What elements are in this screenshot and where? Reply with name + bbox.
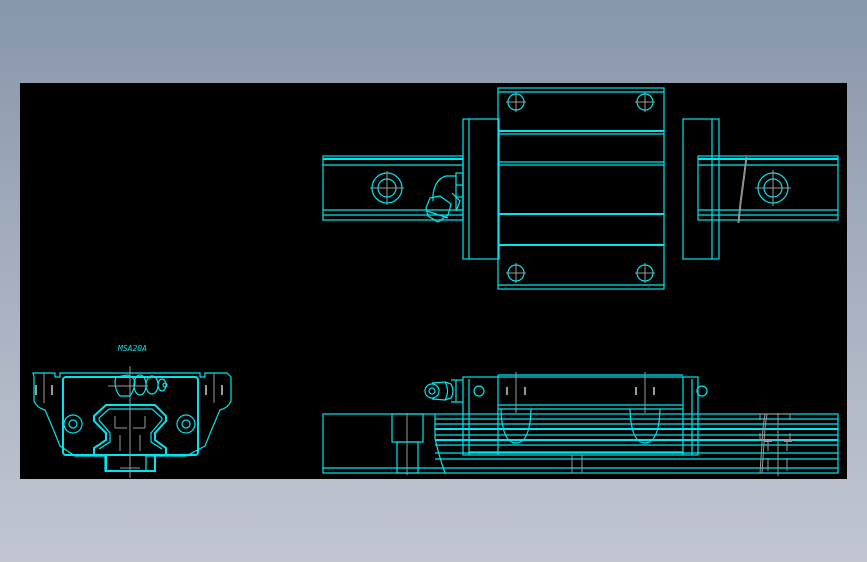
rail-profile	[93, 404, 167, 472]
side-carriage	[462, 372, 708, 473]
mounting-hole-icon	[635, 92, 655, 112]
side-end-stop-right	[759, 413, 792, 476]
break-line	[737, 156, 747, 224]
end-seal-left	[462, 118, 500, 260]
end-view: MSA20A	[32, 344, 232, 478]
mounting-hole-icon	[506, 263, 526, 283]
carriage-block	[497, 87, 665, 290]
block-outline	[32, 372, 232, 472]
end-grease-nipple-icon	[108, 374, 168, 397]
rail-right	[697, 155, 839, 224]
cutout-arc	[500, 408, 532, 444]
cutout-arc	[629, 408, 661, 444]
rail-left	[322, 155, 464, 221]
mounting-hole-icon	[176, 414, 196, 434]
mounting-hole-icon	[506, 92, 526, 112]
mounting-hole-icon	[635, 263, 655, 283]
top-view	[322, 87, 839, 290]
grease-nipple-icon	[425, 172, 464, 223]
end-seal-right	[682, 118, 720, 260]
model-label: MSA20A	[117, 344, 147, 353]
side-view	[322, 372, 839, 476]
cad-drawing-canvas[interactable]: MSA20A	[20, 83, 847, 479]
mounting-hole-icon	[63, 414, 83, 434]
side-grease-nipple-icon	[424, 379, 463, 403]
